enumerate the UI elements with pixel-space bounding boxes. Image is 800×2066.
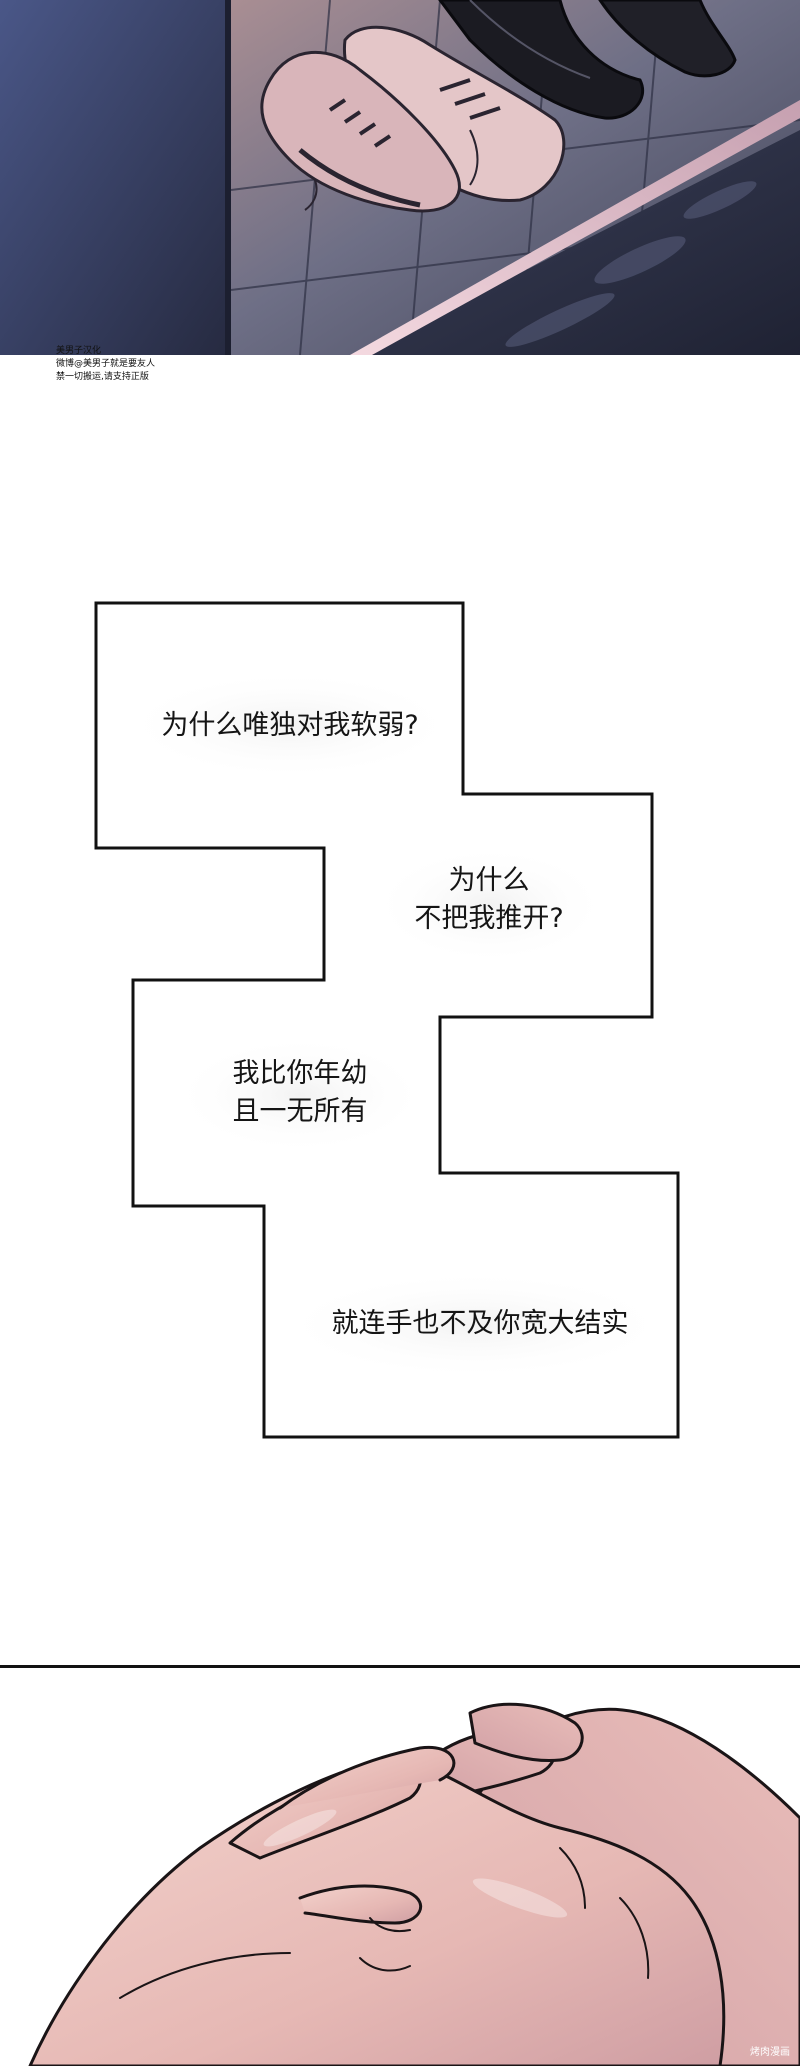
dialogue-line-2a-text: 为什么	[448, 865, 530, 896]
dialogue-line-1-text: 为什么唯独对我软弱?	[161, 710, 419, 741]
dialogue-line-3b-text: 且一无所有	[232, 1096, 368, 1127]
credits-line-2: 微博@美男子就是要友人	[56, 359, 156, 369]
sneakers	[260, 25, 566, 213]
shoes-illustration-panel	[0, 0, 800, 355]
dialogue-line-4-text: 就连手也不及你宽大结实	[331, 1308, 629, 1339]
shoes-illustration	[0, 0, 800, 355]
hands-illustration-panel: 烤肉漫画	[0, 1665, 800, 2066]
dialogue-line-3: 我比你年幼 且一无所有	[180, 1055, 420, 1131]
credits-line-1: 美男子汉化	[56, 346, 102, 356]
dialogue-line-2: 为什么 不把我推开?	[380, 862, 598, 938]
hands-illustration	[28, 1702, 800, 2066]
dialogue-line-2b-text: 不把我推开?	[414, 903, 564, 934]
dialogue-line-4: 就连手也不及你宽大结实	[290, 1305, 670, 1343]
dialogue-line-1: 为什么唯独对我软弱?	[118, 707, 462, 745]
translator-credits: 美男子汉化 微博@美男子就是要友人 禁一切搬运,请支持正版	[56, 345, 155, 384]
dialogue-line-3a-text: 我比你年幼	[232, 1058, 368, 1089]
credits-line-3: 禁一切搬运,请支持正版	[56, 372, 149, 382]
site-watermark: 烤肉漫画	[750, 2047, 790, 2058]
black-shoes	[438, 0, 737, 120]
